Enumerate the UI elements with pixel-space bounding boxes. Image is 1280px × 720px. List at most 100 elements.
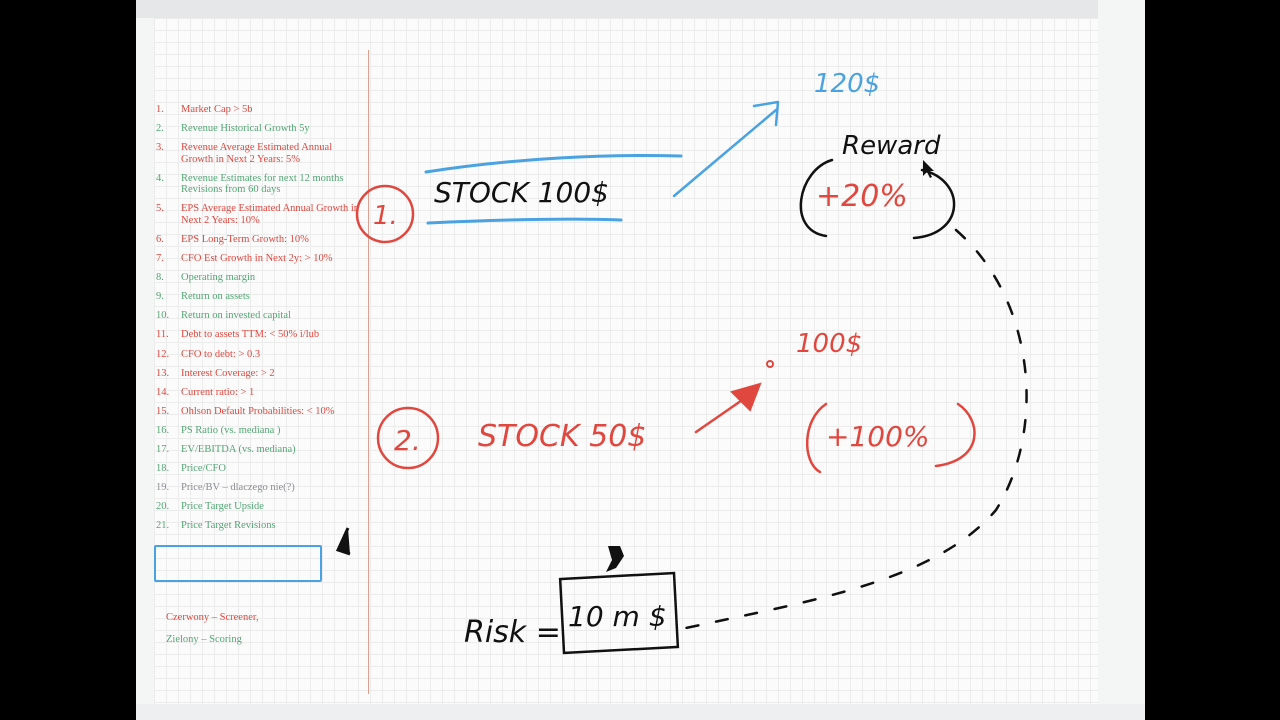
criteria-number: 1. bbox=[156, 104, 164, 115]
criteria-text: Revenue Historical Growth 5y bbox=[181, 123, 310, 135]
red-arrow-head-icon bbox=[730, 382, 762, 412]
stock1-number: 1. bbox=[373, 201, 398, 231]
reward-pct: +20% bbox=[816, 179, 908, 214]
blue-stroke-top bbox=[424, 154, 683, 174]
ink-annotations: 1. STOCK 100$ 120$ Reward +20% 2. STOCK … bbox=[335, 69, 1028, 655]
criteria-number: 19. bbox=[156, 482, 170, 494]
criteria-item: 9. Return on assets bbox=[156, 291, 364, 303]
divider-line bbox=[368, 50, 369, 694]
circle-1 bbox=[355, 184, 415, 244]
stock2-label: STOCK 50$ bbox=[478, 419, 646, 454]
reward2-paren-left bbox=[806, 402, 828, 474]
criteria-text: Price Target Upside bbox=[181, 501, 264, 513]
cursor-icon bbox=[923, 160, 934, 178]
criteria-text: Price Target Revisions bbox=[181, 520, 276, 532]
criteria-number: 7. bbox=[156, 253, 164, 265]
criteria-item: 18. Price/CFO bbox=[156, 463, 364, 475]
stock2-target: 100$ bbox=[796, 329, 862, 359]
criteria-item: 16. PS Ratio (vs. mediana ) bbox=[156, 425, 364, 437]
reward2-pct: +100% bbox=[826, 420, 930, 453]
reward-label: Reward bbox=[842, 131, 941, 161]
criteria-number: 11. bbox=[156, 329, 169, 341]
criteria-item: 12. CFO to debt: > 0.3 bbox=[156, 349, 364, 361]
criteria-text: CFO to debt: > 0.3 bbox=[181, 348, 261, 360]
criteria-item: 20. Price Target Upside bbox=[156, 501, 364, 513]
risk-label: Risk = bbox=[464, 615, 561, 650]
criteria-number: 14. bbox=[156, 386, 170, 398]
criteria-item: 10. Return on invested capital bbox=[156, 310, 364, 322]
risk-box bbox=[558, 571, 680, 655]
criteria-item: 15. Ohlson Default Probabilities: < 10% bbox=[156, 406, 364, 418]
grid-canvas bbox=[154, 18, 1098, 704]
top-bar bbox=[136, 0, 1098, 18]
criteria-number: 20. bbox=[156, 501, 170, 513]
criteria-text: Current ratio: > 1 bbox=[181, 386, 255, 398]
criteria-text: Operating margin bbox=[181, 272, 256, 284]
blue-stroke-bottom bbox=[426, 217, 623, 225]
criteria-text: Ohlson Default Probabilities: < 10% bbox=[181, 405, 335, 417]
whiteboard: 1. Market Cap > 5b 2. Revenue Historical Gr… bbox=[136, 0, 1145, 720]
criteria-item: 8. Operating margin bbox=[156, 272, 364, 284]
person-icon bbox=[606, 546, 624, 572]
reward-paren-right bbox=[912, 168, 956, 240]
highlight-box bbox=[154, 545, 322, 582]
criteria-text: Price/BV – dlaczego nie(?) bbox=[181, 482, 295, 494]
criteria-item: 2. Revenue Historical Growth 5y bbox=[156, 123, 364, 135]
criteria-number: 15. bbox=[156, 405, 170, 417]
criteria-number: 2. bbox=[156, 123, 164, 135]
criteria-number: 21. bbox=[156, 520, 170, 532]
target-price: 120$ bbox=[814, 69, 880, 99]
criteria-text: Price/CFO bbox=[181, 463, 226, 475]
criteria-item: 19. Price/BV – dlaczego nie(?) bbox=[156, 482, 364, 494]
legend-green: Zielony – Scoring bbox=[166, 634, 242, 645]
criteria-text: Return on invested capital bbox=[181, 310, 291, 322]
criteria-number: 4. bbox=[156, 172, 164, 184]
criteria-text: Debt to assets TTM: < 50% i/lub bbox=[181, 329, 320, 341]
criteria-item: 5. EPS Average Estimated Annual Growth in… bbox=[156, 203, 364, 226]
bottom-bar bbox=[136, 704, 1145, 720]
criteria-number: 5. bbox=[156, 203, 164, 215]
criteria-item: 14. Current ratio: > 1 bbox=[156, 387, 364, 399]
criteria-item: 11. Debt to assets TTM: < 50% i/lub bbox=[156, 329, 364, 341]
dashed-connector bbox=[684, 228, 1028, 630]
criteria-number: 13. bbox=[156, 367, 170, 379]
criteria-number: 6. bbox=[156, 233, 164, 245]
criteria-number: 8. bbox=[156, 272, 164, 284]
criteria-text: Return on assets bbox=[181, 291, 250, 303]
pointer-arrow-icon bbox=[335, 527, 351, 556]
criteria-text: EPS Long-Term Growth: 10% bbox=[181, 233, 309, 245]
criteria-text: EV/EBITDA (vs. mediana) bbox=[181, 444, 296, 455]
criteria-item: 1. Market Cap > 5b bbox=[156, 104, 364, 116]
criteria-list: 1. Market Cap > 5b 2. Revenue Historical Gr… bbox=[156, 104, 364, 539]
criteria-item: 21. Price Target Revisions bbox=[156, 520, 364, 532]
stock2-number: 2. bbox=[394, 424, 421, 457]
criteria-text: EPS Average Estimated Annual Growth in N… bbox=[181, 203, 359, 226]
criteria-item: 4. Revenue Estimates for next 12 months R… bbox=[156, 173, 364, 196]
criteria-text: Revenue Average Estimated Annual Growth … bbox=[181, 142, 333, 165]
criteria-number: 10. bbox=[156, 310, 170, 322]
circle-2 bbox=[376, 406, 440, 470]
criteria-item: 17.EV/EBITDA (vs. mediana) bbox=[156, 444, 364, 456]
legend-red: Czerwony – Screener, bbox=[166, 612, 259, 623]
criteria-item: 6. EPS Long-Term Growth: 10% bbox=[156, 234, 364, 246]
blue-arrow-head-icon bbox=[752, 100, 780, 127]
risk-value: 10 m $ bbox=[568, 600, 667, 633]
criteria-item: 7. CFO Est Growth in Next 2y: > 10% bbox=[156, 253, 364, 265]
criteria-item: 3. Revenue Average Estimated Annual Growt… bbox=[156, 142, 364, 165]
criteria-number: 3. bbox=[156, 142, 164, 154]
criteria-item: 13. Interest Coverage: > 2 bbox=[156, 368, 364, 380]
criteria-number: 16. bbox=[156, 424, 170, 436]
reward2-paren-right bbox=[934, 402, 976, 468]
criteria-number: 18. bbox=[156, 463, 170, 475]
criteria-text: Market Cap > 5b bbox=[181, 104, 253, 115]
reward-paren-left bbox=[799, 158, 834, 238]
blue-arrow-line bbox=[672, 108, 778, 198]
criteria-text: CFO Est Growth in Next 2y: > 10% bbox=[181, 253, 333, 265]
red-dot bbox=[766, 360, 774, 368]
criteria-text: PS Ratio (vs. mediana ) bbox=[181, 424, 281, 436]
criteria-text: Revenue Estimates for next 12 months Rev… bbox=[181, 172, 344, 196]
criteria-number: 12. bbox=[156, 348, 170, 360]
red-arrow-line bbox=[694, 394, 750, 434]
criteria-text: Interest Coverage: > 2 bbox=[181, 367, 275, 379]
criteria-number: 9. bbox=[156, 291, 164, 303]
